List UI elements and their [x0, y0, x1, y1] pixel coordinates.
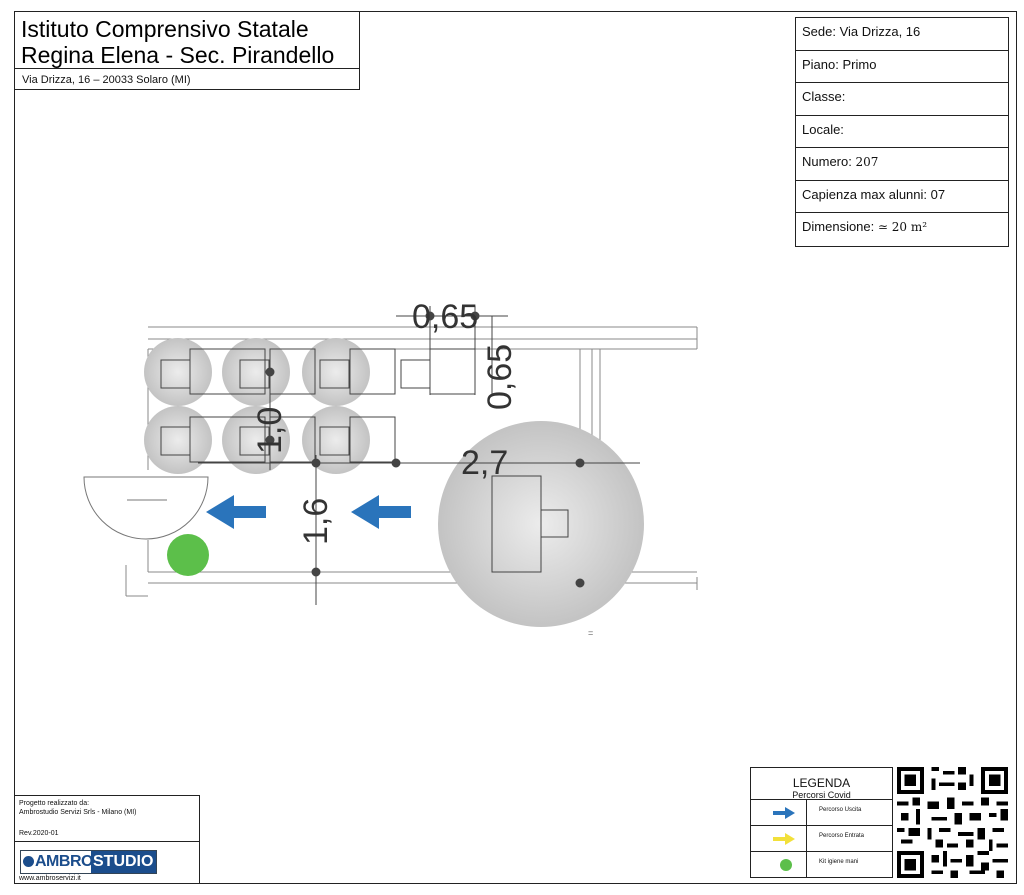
info-sede: Sede: Via Drizza, 16 [796, 18, 1008, 51]
school-name-line1: Istituto Comprensivo Statale [21, 16, 309, 42]
student-circle [144, 406, 212, 474]
logo-text-right: STUDIO [91, 851, 156, 873]
legend-title: LEGENDA [792, 776, 851, 790]
exit-arrow-icon [351, 495, 411, 529]
qr-code-icon [897, 767, 1008, 878]
legend-subtitle: Percorsi Covid [792, 790, 851, 800]
hand-hygiene-kit-icon [167, 534, 209, 576]
company-website-link[interactable]: www.ambroservizi.it [19, 875, 81, 882]
legend-entry-label: Percorso Entrata [819, 833, 865, 839]
student-circle [302, 406, 370, 474]
door-swing [83, 476, 209, 540]
numero-label: Numero: [802, 154, 856, 169]
legend-exit-label: Percorso Uscita [819, 807, 862, 813]
school-address: Via Drizza, 16 – 20033 Solaro (MI) [22, 74, 191, 86]
sun-icon [23, 856, 34, 867]
info-numero: Numero: 207 [796, 148, 1008, 181]
legend: LEGENDA Percorsi Covid Percorso Uscita P… [750, 767, 893, 878]
logo-text-left: AMBRO [35, 853, 93, 870]
credits-revision: Rev.2020-01 [19, 830, 59, 837]
legend-header: LEGENDA Percorsi Covid [751, 768, 892, 800]
dimensione-label: Dimensione: [802, 219, 878, 234]
student-distance-circles [144, 338, 370, 474]
credits-line2: Ambrostudio Servizi Srls - Milano (MI) [19, 809, 137, 816]
info-classe: Classe: [796, 83, 1008, 116]
legend-kit-label: Kit igiene mani [819, 859, 859, 865]
numero-value: 207 [855, 155, 879, 169]
company-logo: AMBRO STUDIO [20, 850, 157, 874]
exit-arrow-icon [206, 495, 266, 529]
info-dimensione: Dimensione: ≃ 20 m² [796, 213, 1008, 246]
small-mark: = [588, 628, 593, 638]
legend-row-entry: Percorso Entrata [751, 826, 892, 852]
dim-top-label: 0,65 [412, 298, 478, 336]
dimensione-value: ≃ 20 m² [877, 220, 928, 234]
credits-block: Progetto realizzato da: Ambrostudio Serv… [14, 795, 200, 884]
info-capienza: Capienza max alunni: 07 [796, 181, 1008, 213]
student-circle [222, 338, 290, 406]
dim-width-label: 2,7 [461, 444, 508, 482]
legend-row-kit: Kit igiene mani [751, 852, 892, 878]
student-circle [302, 338, 370, 406]
dim-desks-label: 1,0 [251, 407, 289, 454]
dim-right-label: 0,65 [481, 344, 519, 410]
exit-arrows [206, 495, 411, 529]
entry-arrow-icon [773, 833, 795, 845]
room-info-table: Sede: Via Drizza, 16 Piano: Primo Classe… [795, 17, 1009, 247]
hand-hygiene-kit-icon [780, 859, 792, 871]
student-circle [144, 338, 212, 406]
title-separator [15, 68, 359, 69]
school-name-line2: Regina Elena - Sec. Pirandello [21, 42, 335, 68]
info-locale: Locale: [796, 116, 1008, 148]
student-circle [222, 406, 290, 474]
title-block: Istituto Comprensivo Statale Regina Elen… [14, 11, 360, 90]
info-piano: Piano: Primo [796, 51, 1008, 83]
credits-line1: Progetto realizzato da: [19, 800, 90, 807]
legend-row-exit: Percorso Uscita [751, 800, 892, 826]
dim-corridor-label: 1,6 [297, 498, 335, 545]
drawing-frame [14, 11, 1017, 884]
dimension-lines [198, 306, 640, 605]
teacher-chair [540, 509, 569, 538]
exit-arrow-icon [773, 807, 795, 819]
